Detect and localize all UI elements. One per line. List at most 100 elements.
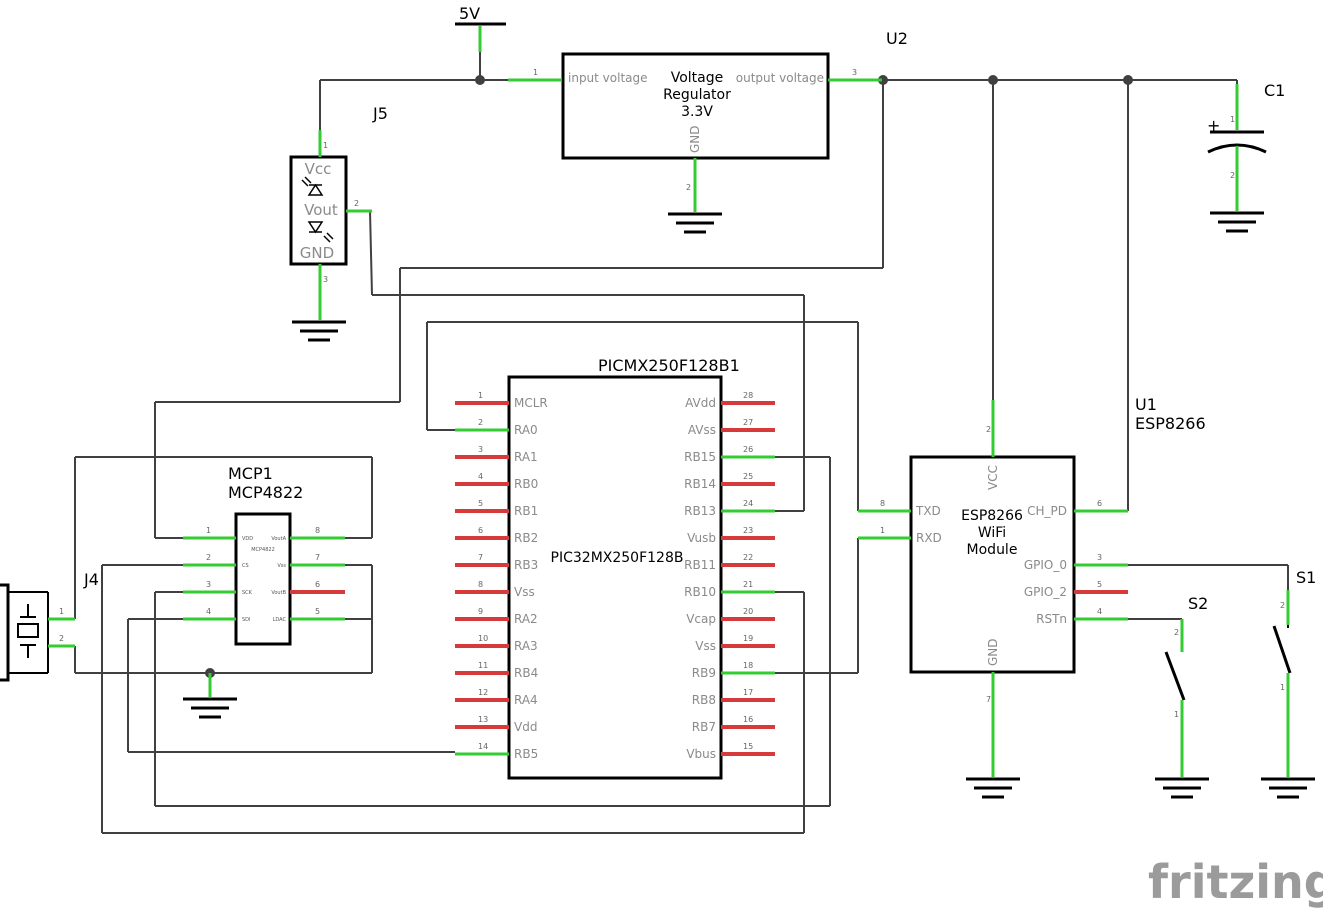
- pin-number: 1: [478, 391, 483, 400]
- svg-text:Voltage: Voltage: [671, 70, 724, 86]
- pin-number: 10: [478, 634, 488, 643]
- supply-label: 5V: [459, 4, 480, 23]
- pic-right-pins: 28AVdd27AVss26RB1525RB1424RB1323Vusb22RB…: [684, 391, 775, 761]
- pin-number: 2: [206, 553, 211, 562]
- pin-number: 26: [743, 445, 753, 454]
- svg-text:3: 3: [323, 275, 328, 284]
- svg-text:ESP8266: ESP8266: [961, 508, 1023, 524]
- pin-label: RA0: [514, 423, 538, 437]
- pin-label: Vss: [514, 585, 535, 599]
- pin-number: 9: [478, 607, 483, 616]
- switch-s1-ref: S1: [1296, 568, 1316, 587]
- pin-label: RB9: [692, 666, 716, 680]
- ground-symbol: [1261, 777, 1315, 799]
- dac-ref: MCP1: [228, 464, 273, 483]
- svg-text:Module: Module: [967, 542, 1018, 558]
- pin-label: CS: [242, 563, 249, 569]
- pin-number: 3: [206, 580, 211, 589]
- pin-number: 21: [743, 580, 753, 589]
- voltage-regulator: 1 3 2 input voltage output voltage GND V…: [508, 29, 908, 234]
- pin-number: 7: [478, 553, 483, 562]
- pin-label: RB14: [684, 477, 716, 491]
- pin-number: 8: [315, 526, 320, 535]
- pin-label: RA4: [514, 693, 538, 707]
- pin-label: AVdd: [685, 396, 716, 410]
- esp-ref: U1: [1135, 395, 1157, 414]
- pin-label: RB13: [684, 504, 716, 518]
- capacitor-ref: C1: [1264, 81, 1285, 100]
- pin-number: 6: [315, 580, 320, 589]
- photodiode-icon: [307, 221, 334, 243]
- pin-label: VoutB: [271, 590, 286, 596]
- jack-contact-icon: [17, 604, 39, 658]
- pic-left-pins: 1MCLR2RA03RA14RB05RB16RB27RB38Vss9RA210R…: [455, 391, 548, 761]
- esp-pin-ch-pd: CH_PD: [1027, 504, 1067, 518]
- pin-label: RB2: [514, 531, 538, 545]
- svg-text:1: 1: [323, 141, 328, 150]
- svg-text:1: 1: [1230, 115, 1235, 124]
- pin-label: AVss: [688, 423, 716, 437]
- pin-number: 6: [478, 526, 483, 535]
- svg-text:1: 1: [59, 607, 64, 616]
- regulator-pin-input: input voltage: [568, 71, 648, 85]
- pin-label: RB5: [514, 747, 538, 761]
- dac-part: MCP4822: [228, 483, 303, 502]
- pin-label: MCLR: [514, 396, 548, 410]
- pic32-microcontroller: PICMX250F128B1 PIC32MX250F128B 1MCLR2RA0…: [455, 356, 775, 780]
- pin-label: RB3: [514, 558, 538, 572]
- pin-label: RB10: [684, 585, 716, 599]
- pic-ref: PICMX250F128B1: [598, 356, 740, 375]
- svg-text:1: 1: [880, 526, 885, 535]
- pin-label: RB7: [692, 720, 716, 734]
- svg-text:6: 6: [1097, 499, 1102, 508]
- pin-number: 12: [478, 688, 488, 697]
- pin-label: LDAC: [273, 617, 287, 623]
- svg-text:2: 2: [1230, 171, 1235, 180]
- sensor-j5: 1 2 3 Vcc Vout GND J5: [289, 104, 388, 342]
- svg-text:8: 8: [880, 499, 885, 508]
- wires: [74, 26, 1289, 834]
- pin-number: 25: [743, 472, 753, 481]
- pin-label: Vdd: [514, 720, 537, 734]
- svg-text:7: 7: [986, 695, 991, 704]
- switch-s2-ref: S2: [1188, 594, 1208, 613]
- svg-text:3: 3: [852, 68, 857, 77]
- pin-label: RA3: [514, 639, 538, 653]
- switch-s2: 2 1 S2: [1155, 594, 1209, 799]
- pin-number: 5: [478, 499, 483, 508]
- esp-pin-txd: TXD: [915, 504, 941, 518]
- ground-symbol: [1210, 211, 1264, 233]
- svg-text:5: 5: [1097, 580, 1102, 589]
- svg-text:2: 2: [354, 199, 359, 208]
- pin-label: RB0: [514, 477, 538, 491]
- pin-number: 8: [478, 580, 483, 589]
- capacitor-plus: +: [1207, 116, 1220, 135]
- dac-chip-label: MCP4822: [251, 547, 275, 553]
- sensor-pin-vcc: Vcc: [305, 160, 332, 178]
- esp-part: ESP8266: [1135, 414, 1206, 433]
- pin-label: Vss: [695, 639, 716, 653]
- audio-jack-j4: 1 2 J4: [0, 570, 99, 682]
- svg-text:1: 1: [1174, 710, 1179, 719]
- svg-text:1: 1: [533, 68, 538, 77]
